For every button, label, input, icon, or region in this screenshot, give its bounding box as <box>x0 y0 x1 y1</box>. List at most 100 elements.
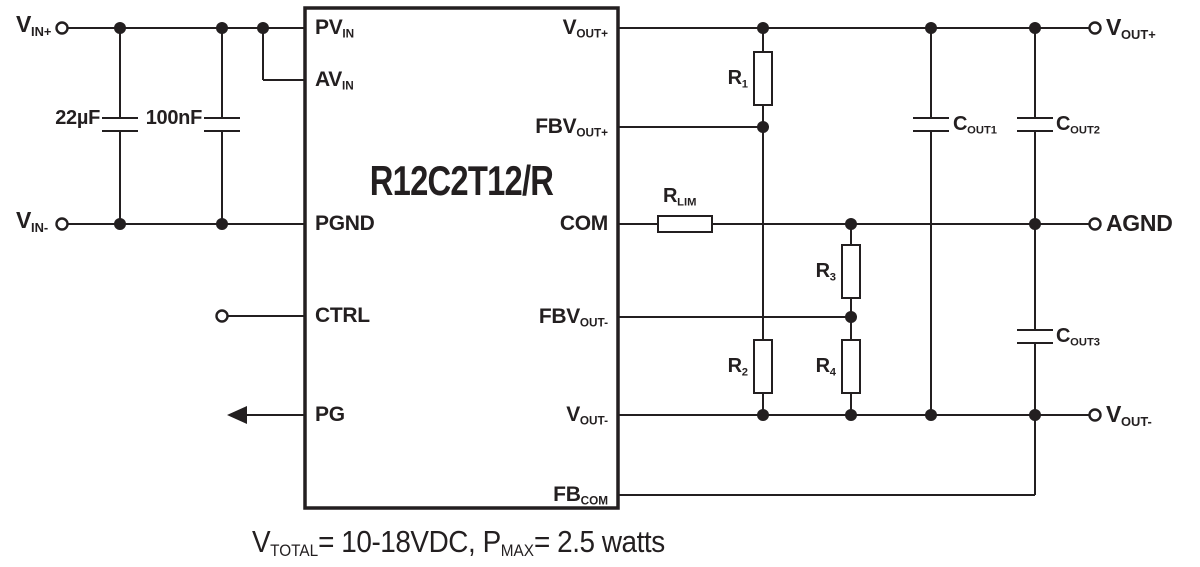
vout-plus-subscript: OUT+ <box>1121 26 1156 42</box>
cout3-subscript: OUT3 <box>1070 336 1100 349</box>
fb-com-subscript: COM <box>580 494 608 508</box>
cout1-text: C <box>953 113 968 135</box>
pin-label-fb-com: FBCOM <box>478 484 608 507</box>
pmax-text: P <box>482 524 502 559</box>
ic-body-box <box>303 6 620 510</box>
vtotal-value-text: = 10-18VDC, <box>318 524 483 559</box>
cout2-subscript: OUT2 <box>1070 124 1100 137</box>
vin-plus-text: V <box>16 11 32 37</box>
label-rlim: RLIM <box>663 186 696 209</box>
r1-text: R <box>727 67 742 89</box>
resistor-r4 <box>841 339 861 394</box>
pin-label-pg: PG <box>315 404 345 425</box>
r1-r2-column <box>753 28 773 415</box>
ic-vout-minus-text: V <box>566 403 580 426</box>
pin-label-ctrl: CTRL <box>315 305 370 326</box>
pin-label-vout-plus: VOUT+ <box>478 17 608 40</box>
vin-minus-terminal-icon <box>55 217 69 231</box>
fb-com-text: FB <box>553 483 581 506</box>
pgnd-text: PGND <box>315 212 375 235</box>
vin-plus-terminal-icon <box>55 21 69 35</box>
pv-in-subscript: IN <box>342 27 355 41</box>
vout-minus-text: V <box>1106 401 1122 427</box>
label-r3: R3 <box>776 261 836 284</box>
cin2-value-text: 100nF <box>145 107 203 129</box>
ic-part-number: R12C2T12/R <box>339 160 583 202</box>
vout-minus-terminal-icon <box>1088 408 1102 422</box>
av-in-subscript: IN <box>342 79 354 93</box>
label-cout3: COUT3 <box>1056 326 1100 349</box>
capacitor-cin2 <box>204 28 240 224</box>
ic-vout-plus-text: V <box>562 16 577 39</box>
pin-label-vout-minus: VOUT- <box>478 404 608 427</box>
terminal-circles <box>55 21 1102 422</box>
pin-label-fbv-out-plus: FBVOUT+ <box>478 116 608 139</box>
fbv-out-minus-subscript: OUT- <box>579 316 608 330</box>
vtotal-text: V <box>252 524 271 559</box>
label-r2: R2 <box>688 356 748 379</box>
pmax-value-text: = 2.5 watts <box>533 524 665 559</box>
ic-vout-minus-subscript: OUT- <box>579 414 608 428</box>
rlim-subscript: LIM <box>677 196 697 209</box>
ctrl-terminal-icon <box>215 309 229 323</box>
vout-plus-text: V <box>1106 14 1122 40</box>
cout3-text: C <box>1056 325 1071 347</box>
r4-subscript: 4 <box>829 366 836 379</box>
label-cin2-value: 100nF <box>122 107 203 129</box>
ctrl-text: CTRL <box>315 304 370 327</box>
pin-label-pv-in: PVIN <box>315 17 354 40</box>
input-wires <box>68 27 305 317</box>
label-vout-plus: VOUT+ <box>1106 16 1156 42</box>
vin-minus-subscript: IN- <box>31 219 49 235</box>
pg-text: PG <box>315 403 345 426</box>
agnd-terminal-icon <box>1088 217 1102 231</box>
vout-plus-terminal-icon <box>1088 21 1102 35</box>
r3-text: R <box>815 260 830 282</box>
fbv-out-plus-subscript: OUT+ <box>576 126 608 140</box>
pmax-subscript: MAX <box>500 540 534 560</box>
av-in-text: AV <box>315 68 343 91</box>
capacitor-cout2-cout3 <box>1017 28 1053 495</box>
vtotal-subscript: TOTAL <box>270 540 319 560</box>
label-r1: R1 <box>688 68 748 91</box>
label-cout1: COUT1 <box>953 114 997 137</box>
r2-subscript: 2 <box>741 366 748 379</box>
arrow-left-icon <box>227 406 247 424</box>
vout-minus-subscript: OUT- <box>1121 413 1152 429</box>
cin1-value-text: 22µF <box>55 107 100 129</box>
rlim-text: R <box>663 185 678 207</box>
junction-dots <box>114 22 1041 421</box>
resistor-r3 <box>841 244 861 299</box>
r3-subscript: 3 <box>829 271 836 284</box>
agnd-text: AGND <box>1106 210 1173 236</box>
vin-minus-text: V <box>16 207 32 233</box>
output-wires <box>618 27 1089 496</box>
pin-label-pgnd: PGND <box>315 212 375 235</box>
resistor-r2 <box>753 339 773 394</box>
pv-in-text: PV <box>315 16 343 39</box>
r2-text: R <box>727 355 742 377</box>
label-vin-plus: VIN+ <box>16 13 51 39</box>
pin-label-com: COM <box>478 213 608 234</box>
r1-subscript: 1 <box>741 78 748 91</box>
fbv-out-minus-text: FBV <box>538 305 580 328</box>
label-r4: R4 <box>776 356 836 379</box>
cout2-text: C <box>1056 113 1071 135</box>
label-cout2: COUT2 <box>1056 114 1100 137</box>
label-vin-minus: VIN- <box>16 209 48 235</box>
pg-arrow <box>227 406 305 424</box>
vin-plus-subscript: IN+ <box>31 23 52 39</box>
spec-caption: VTOTAL= 10-18VDC, PMAX= 2.5 watts <box>252 526 665 559</box>
label-cin1-value: 22µF <box>30 108 100 128</box>
pin-label-av-in: AVIN <box>315 69 354 92</box>
ic-vout-plus-subscript: OUT+ <box>576 27 608 41</box>
r3-r4-column <box>841 224 861 415</box>
com-text: COM <box>559 212 608 235</box>
capacitor-cout1 <box>913 28 949 415</box>
label-vout-minus: VOUT- <box>1106 403 1152 429</box>
label-agnd: AGND <box>1106 212 1173 235</box>
capacitor-cin1 <box>102 28 138 224</box>
r4-text: R <box>815 355 830 377</box>
ic-part-number-text: R12C2T12/R <box>369 157 554 204</box>
